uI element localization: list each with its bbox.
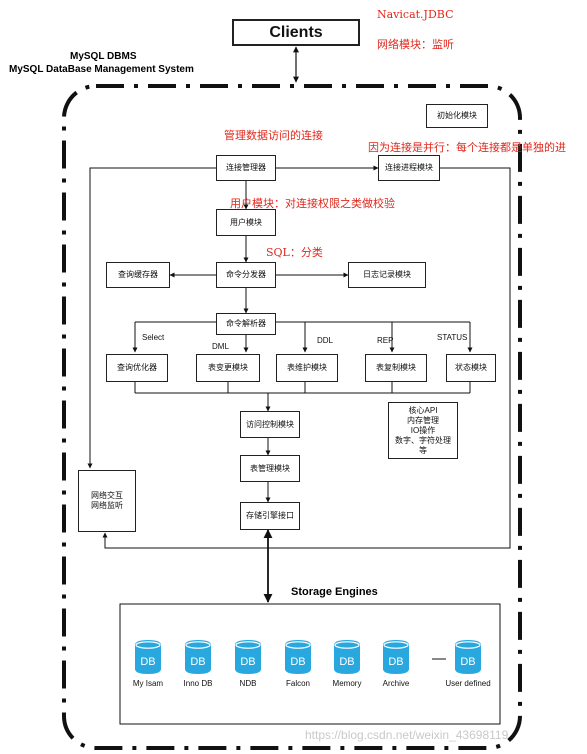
storage-engine-interface[interactable]: 存储引擎接口 xyxy=(240,502,300,530)
db-icon: DB xyxy=(383,640,409,674)
svg-text:DB: DB xyxy=(190,656,205,668)
engine-label: User defined xyxy=(445,679,491,688)
network-box[interactable]: 网络交互 网络监听 xyxy=(78,470,136,532)
label-rep: REP xyxy=(377,336,394,345)
svg-text:DB: DB xyxy=(460,656,475,668)
db-icon: DB xyxy=(135,640,161,674)
query-optimizer[interactable]: 查询优化器 xyxy=(106,354,168,382)
core-line-5: 等 xyxy=(419,445,427,455)
label-dml: DML xyxy=(212,342,229,351)
dbms-title: MySQL DBMS xyxy=(70,51,137,62)
label-ddl: DDL xyxy=(317,336,334,345)
engine-label: My Isam xyxy=(132,679,164,688)
table-change-module[interactable]: 表变更模块 xyxy=(196,354,260,382)
init-module[interactable]: 初始化模块 xyxy=(426,104,488,128)
db-icon: DB xyxy=(334,640,360,674)
watermark: https://blog.csdn.net/weixin_43698119 xyxy=(305,728,509,742)
svg-text:DB: DB xyxy=(339,656,354,668)
note-parallel: 因为连接是并行：每个连接都是单独的进 xyxy=(368,141,566,154)
label-status: STATUS xyxy=(437,333,468,342)
db-icon: DB xyxy=(285,640,311,674)
network-loop-left xyxy=(87,167,216,469)
svg-text:DB: DB xyxy=(140,656,155,668)
query-cache[interactable]: 查询缓存器 xyxy=(106,262,170,288)
conn-process-module[interactable]: 连接进程模块 xyxy=(378,155,440,181)
network-line-2: 网络监听 xyxy=(91,501,123,510)
svg-text:DB: DB xyxy=(240,656,255,668)
dbms-boundary xyxy=(62,84,522,750)
core-line-3: IO操作 xyxy=(410,425,436,435)
db-icon: DB xyxy=(185,640,211,674)
db-icon: DB xyxy=(235,640,261,674)
svg-text:DB: DB xyxy=(290,656,305,668)
note-network: 网络模块：监听 xyxy=(377,38,454,51)
db-icon: DB xyxy=(455,640,481,674)
status-module[interactable]: 状态模块 xyxy=(446,354,496,382)
log-module[interactable]: 日志记录模块 xyxy=(348,262,426,288)
note-navicat: Navicat.JDBC xyxy=(377,8,454,21)
table-repl-module[interactable]: 表复制模块 xyxy=(365,354,427,382)
core-api-box: 核心API 内存管理 IO操作 数字、字符处理 等 xyxy=(388,402,458,459)
dbms-subtitle: MySQL DataBase Management System xyxy=(9,64,194,75)
user-module[interactable]: 用户模块 xyxy=(216,209,276,236)
core-line-2: 内存管理 xyxy=(407,415,439,425)
note-user-module: 用户模块：对连接权限之类做校验 xyxy=(230,197,395,210)
svg-text:DB: DB xyxy=(388,656,403,668)
core-line-4: 数字、字符处理 xyxy=(395,435,451,445)
engine-label: Falcon xyxy=(285,679,310,688)
table-maint-module[interactable]: 表维护模块 xyxy=(276,354,338,382)
note-manage-conn: 管理数据访问的连接 xyxy=(224,129,323,142)
clients-box[interactable]: Clients xyxy=(232,19,360,46)
network-loop-right xyxy=(102,167,511,549)
note-sql: SQL：分类 xyxy=(266,246,323,259)
network-line-1: 网络交互 xyxy=(91,491,123,500)
core-line-1: 核心API xyxy=(408,405,438,415)
engine-label: Inno DB xyxy=(183,679,213,688)
engine-label: NDB xyxy=(239,679,257,688)
access-control-module[interactable]: 访问控制模块 xyxy=(240,411,300,438)
conn-manager[interactable]: 连接管理器 xyxy=(216,155,276,181)
table-manager-module[interactable]: 表管理模块 xyxy=(240,455,300,482)
label-select: Select xyxy=(142,333,165,342)
engine-label: Memory xyxy=(332,679,362,688)
storage-engines-title: Storage Engines xyxy=(291,586,378,598)
command-parser[interactable]: 命令解析器 xyxy=(216,313,276,335)
command-dispatcher[interactable]: 命令分发器 xyxy=(216,262,276,288)
engine-label: Archive xyxy=(382,679,410,688)
